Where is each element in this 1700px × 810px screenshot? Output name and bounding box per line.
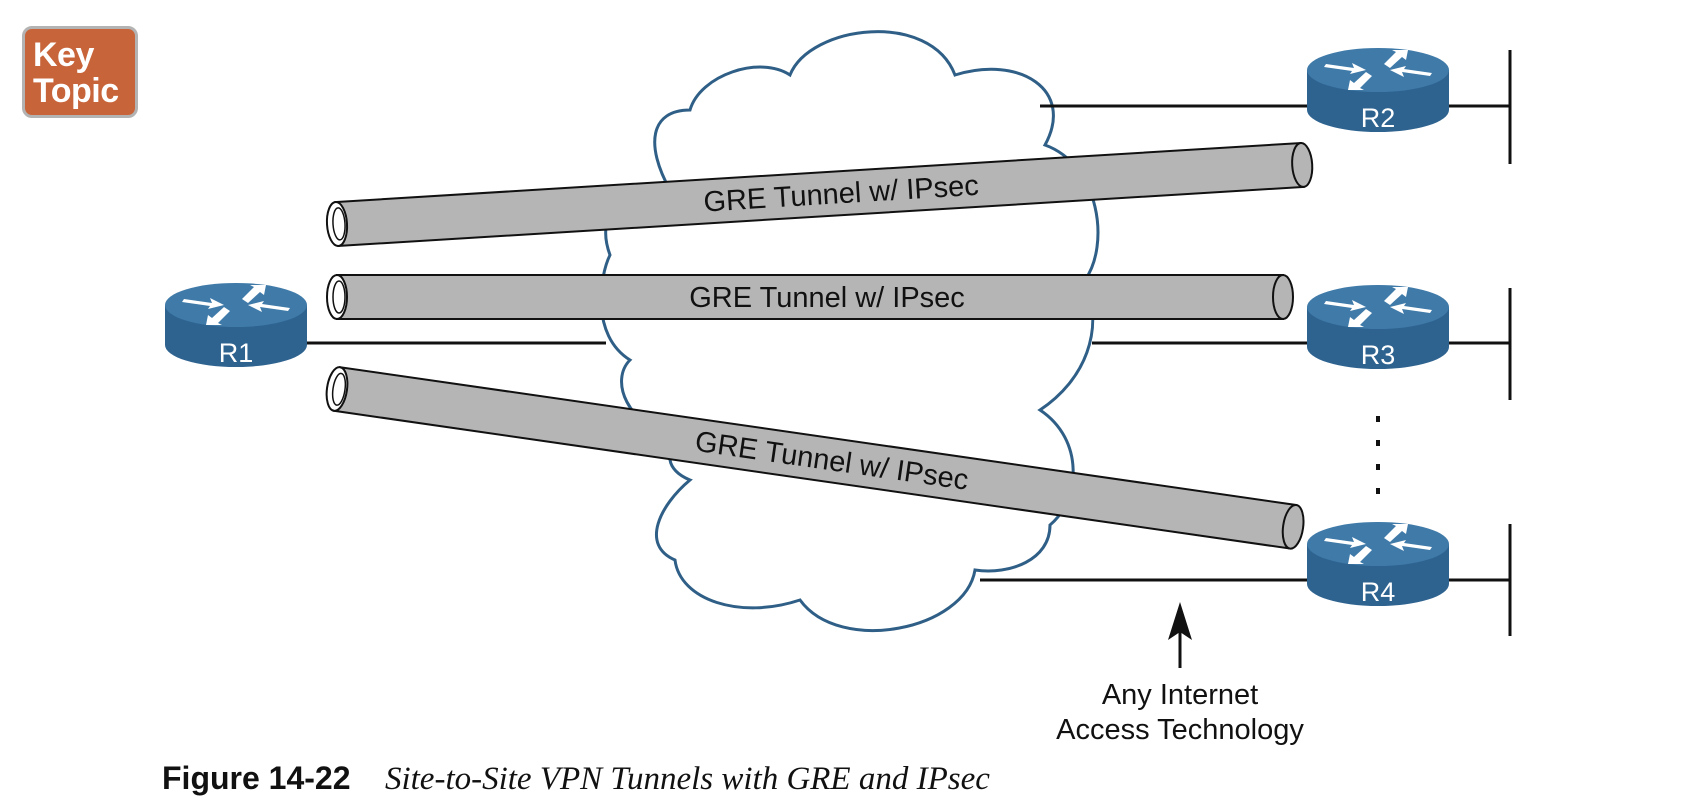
figure-caption: Figure 14-22 Site-to-Site VPN Tunnels wi… (162, 760, 990, 798)
figure-title: Site-to-Site VPN Tunnels with GRE and IP… (384, 761, 990, 797)
router-r3-label: R3 (1361, 340, 1396, 370)
key-topic-badge: Key Topic (22, 26, 138, 118)
tunnel-middle-label: GRE Tunnel w/ IPsec (689, 282, 965, 314)
ellipsis-dots (1376, 416, 1380, 494)
annotation-arrow (1168, 602, 1192, 668)
internet-cloud (599, 30, 1100, 632)
key-topic-line1: Key (33, 36, 94, 74)
router-r4-label: R4 (1361, 577, 1396, 607)
key-topic-line2: Topic (33, 72, 119, 110)
tunnel-top: GRE Tunnel w/ IPsec (325, 141, 1314, 248)
router-r3[interactable]: R3 (1307, 285, 1449, 370)
router-r1[interactable]: R1 (165, 283, 307, 368)
annotation-line2: Access Technology (1056, 714, 1304, 746)
router-r2[interactable]: R2 (1307, 48, 1449, 133)
tunnel-middle: GRE Tunnel w/ IPsec (326, 274, 1294, 320)
router-r2-label: R2 (1361, 103, 1396, 133)
figure-number: Figure 14-22 (162, 760, 351, 796)
router-r1-label: R1 (219, 338, 254, 368)
annotation-line1: Any Internet (1102, 679, 1258, 711)
router-r4[interactable]: R4 (1307, 522, 1449, 607)
